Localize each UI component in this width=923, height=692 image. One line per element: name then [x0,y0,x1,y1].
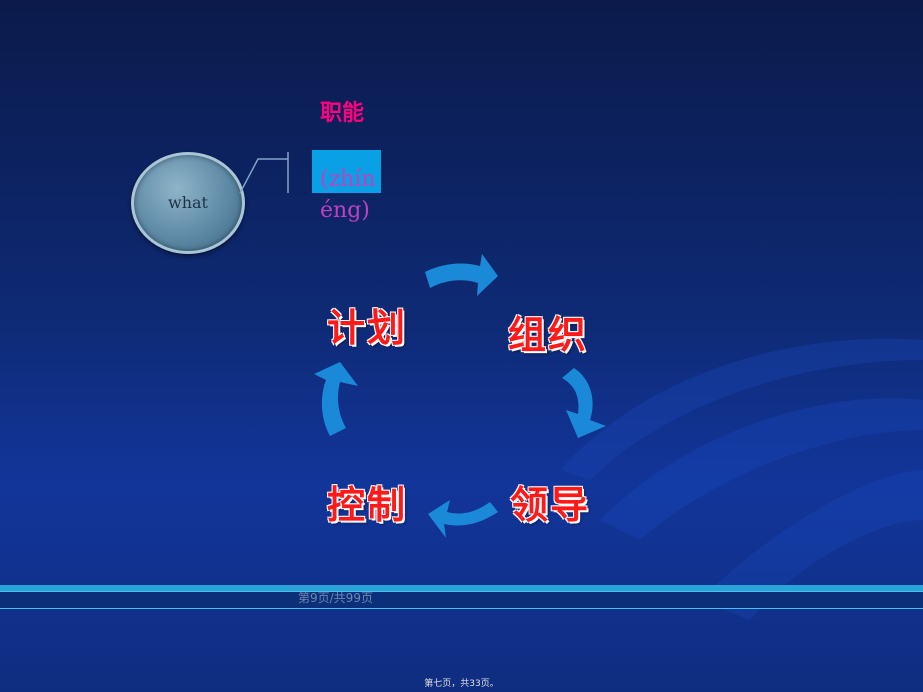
term-title: 职能 [320,101,365,126]
term-pinyin: (zhínéng) [320,167,376,223]
cycle-plan: 计划 [327,306,408,350]
footer-bar-top [0,585,923,591]
cycle-control: 控制 [327,483,408,527]
footer-bar-bottom [0,591,923,609]
footer-page-text: 第9页/共99页 [298,591,373,605]
circle-label: what [168,193,208,212]
highlight-box [312,150,381,193]
cycle-lead: 领导 [510,483,591,527]
cycle-organize: 组织 [508,313,589,357]
page-note: 第七页，共33页。 [424,679,499,689]
what-circle [131,152,245,254]
